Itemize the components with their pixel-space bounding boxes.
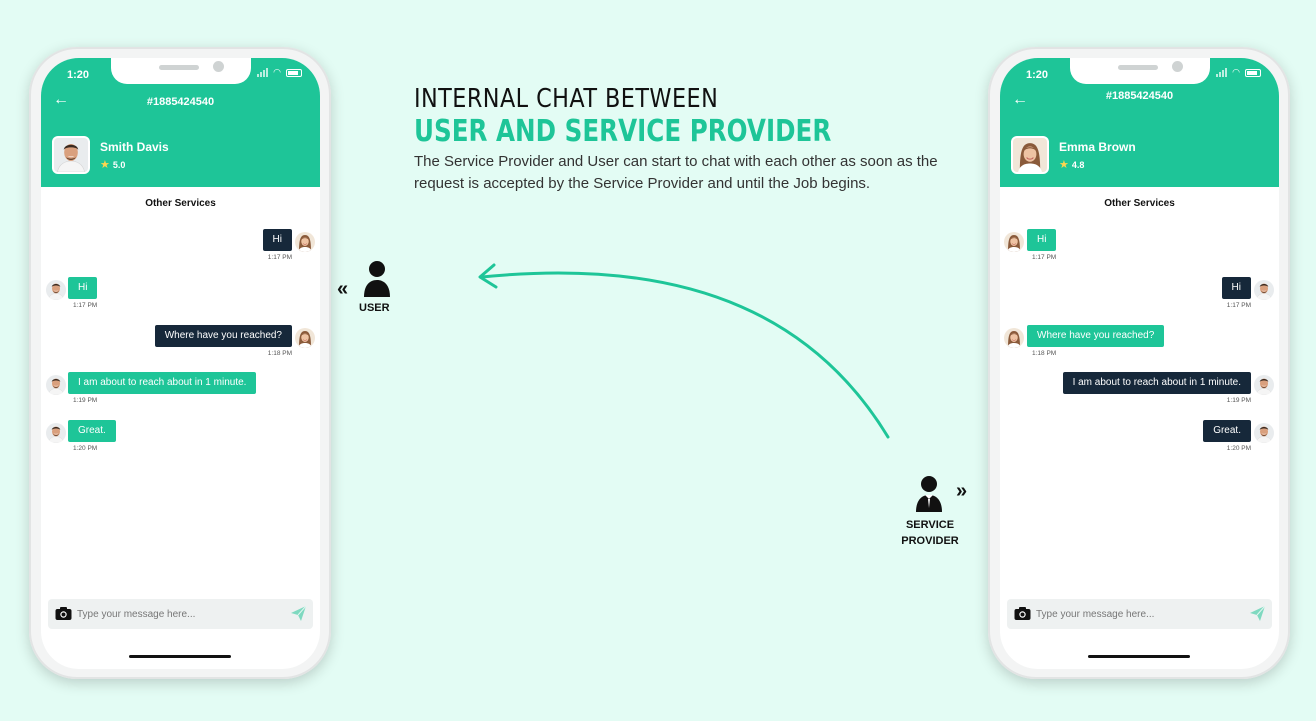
order-id: #1885424540 — [1105, 90, 1174, 102]
message-time: 1:20 PM — [1226, 445, 1251, 452]
send-icon[interactable] — [1249, 605, 1266, 627]
status-icons: ◠ — [1216, 68, 1261, 77]
contact-rating: ★ 4.8 — [1059, 158, 1084, 171]
message-time: 1:19 PM — [1226, 397, 1251, 404]
message-time: 1:17 PM — [1226, 302, 1251, 309]
contact-rating: ★ 5.0 — [100, 158, 125, 171]
message-time: 1:17 PM — [267, 254, 292, 261]
user-role-marker: « USER — [337, 260, 417, 320]
double-chevron-right-icon: » — [956, 480, 968, 502]
message-time: 1:18 PM — [267, 350, 292, 357]
message-bubble: Hi — [262, 229, 292, 251]
receiver-avatar — [1004, 328, 1024, 348]
sender-avatar — [1254, 375, 1274, 395]
headline-line-1: INTERNAL CHAT BETWEEN — [414, 84, 719, 114]
message-row: Where have you reached? 1:18 PM — [1027, 325, 1165, 357]
provider-phone: 1:20 ◠ ← #1885424540 Emma Brown ★ 4.8 Ot… — [988, 47, 1290, 679]
message-row: Great. 1:20 PM — [68, 420, 116, 452]
sender-avatar — [295, 328, 315, 348]
headline-line-2: USER AND SERVICE PROVIDER — [414, 114, 832, 149]
wifi-icon: ◠ — [273, 67, 281, 77]
receiver-avatar — [46, 280, 66, 300]
message-time: 1:19 PM — [73, 397, 98, 404]
status-time: 1:20 — [1026, 69, 1049, 81]
service-provider-role-marker: » SERVICE PROVIDER — [892, 475, 982, 555]
contact-avatar — [52, 136, 90, 174]
curved-arrow-icon — [478, 263, 890, 439]
message-time: 1:17 PM — [73, 302, 98, 309]
message-row: I am about to reach about in 1 minute. 1… — [1062, 372, 1251, 404]
receiver-avatar — [46, 375, 66, 395]
user-role-label: USER — [359, 302, 390, 314]
message-row: Great. 1:20 PM — [1203, 420, 1251, 452]
message-time: 1:20 PM — [73, 445, 98, 452]
star-icon: ★ — [100, 159, 110, 171]
message-bubble: I am about to reach about in 1 minute. — [1062, 372, 1251, 394]
message-row: Where have you reached? 1:18 PM — [154, 325, 292, 357]
other-services-link[interactable]: Other Services — [1104, 198, 1175, 209]
camera-icon[interactable] — [1014, 606, 1031, 626]
sender-avatar — [295, 232, 315, 252]
message-bubble: Where have you reached? — [1027, 325, 1165, 347]
battery-icon — [286, 68, 302, 77]
service-provider-label-line-1: SERVICE — [905, 519, 955, 531]
service-provider-label-line-2: PROVIDER — [901, 535, 959, 547]
signal-icon — [257, 68, 269, 77]
user-person-icon — [364, 261, 390, 297]
double-chevron-left-icon: « — [337, 278, 349, 300]
contact-name: Smith Davis — [100, 140, 169, 154]
contact-name: Emma Brown — [1059, 140, 1136, 154]
message-bubble: Where have you reached? — [154, 325, 292, 347]
message-bubble: Hi — [1027, 229, 1057, 251]
message-row: Hi 1:17 PM — [1027, 229, 1057, 261]
message-time: 1:18 PM — [1032, 350, 1057, 357]
camera-icon[interactable] — [55, 606, 72, 626]
message-row: Hi 1:17 PM — [1221, 277, 1251, 309]
message-bubble: Hi — [68, 277, 98, 299]
message-row: Hi 1:17 PM — [262, 229, 292, 261]
signal-icon — [1216, 68, 1228, 77]
provider-chat-screen: 1:20 ◠ ← #1885424540 Emma Brown ★ 4.8 Ot… — [1000, 58, 1279, 669]
message-composer — [48, 599, 313, 629]
status-time: 1:20 — [67, 69, 90, 81]
user-chat-screen: 1:20 ◠ ← #1885424540 Smith Davis ★ 5.0 O… — [41, 58, 320, 669]
star-icon: ★ — [1059, 159, 1069, 171]
wifi-icon: ◠ — [1232, 67, 1240, 77]
message-time: 1:17 PM — [1032, 254, 1057, 261]
rating-value: 5.0 — [112, 159, 126, 170]
other-services-link[interactable]: Other Services — [145, 198, 216, 209]
headline-description: The Service Provider and User can start … — [414, 153, 938, 192]
service-provider-person-icon — [916, 476, 942, 512]
home-indicator[interactable] — [1088, 655, 1190, 658]
message-bubble: I am about to reach about in 1 minute. — [68, 372, 257, 394]
send-icon[interactable] — [290, 605, 307, 627]
message-bubble: Great. — [1203, 420, 1251, 442]
receiver-avatar — [1004, 232, 1024, 252]
back-arrow-icon[interactable]: ← — [1012, 91, 1028, 108]
user-phone: 1:20 ◠ ← #1885424540 Smith Davis ★ 5.0 O… — [29, 47, 331, 679]
sender-avatar — [1254, 423, 1274, 443]
message-composer — [1007, 599, 1272, 629]
back-arrow-icon[interactable]: ← — [53, 91, 69, 108]
message-bubble: Hi — [1221, 277, 1251, 299]
battery-icon — [1245, 68, 1261, 77]
home-indicator[interactable] — [129, 655, 231, 658]
receiver-avatar — [46, 423, 66, 443]
message-bubble: Great. — [68, 420, 116, 442]
sender-avatar — [1254, 280, 1274, 300]
contact-avatar — [1011, 136, 1049, 174]
rating-value: 4.8 — [1071, 159, 1085, 170]
message-row: I am about to reach about in 1 minute. 1… — [68, 372, 257, 404]
status-icons: ◠ — [257, 68, 302, 77]
service-provider-role-label: SERVICE PROVIDER — [896, 517, 964, 549]
phone-notch — [1070, 58, 1210, 84]
message-row: Hi 1:17 PM — [68, 277, 98, 309]
message-input[interactable] — [77, 604, 277, 624]
phone-notch — [111, 58, 251, 84]
order-id: #1885424540 — [146, 96, 215, 108]
message-input[interactable] — [1036, 604, 1236, 624]
